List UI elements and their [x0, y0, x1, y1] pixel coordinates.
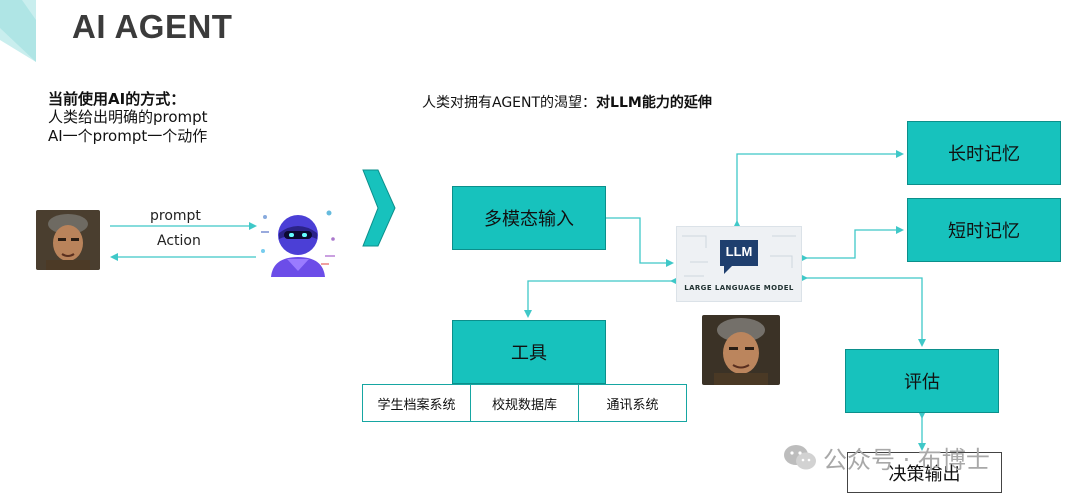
user-photo [36, 210, 100, 270]
current-usage-line2: AI一个prompt一个动作 [48, 127, 208, 145]
ai-robot-avatar [261, 210, 335, 277]
transition-chevron [362, 169, 396, 247]
corner-decoration [0, 0, 36, 62]
llm-chat-icon: LLM [718, 238, 760, 276]
evaluation-box: 评估 [845, 349, 999, 413]
watermark-text: 公众号 · 布博士 [823, 446, 990, 474]
llm-to-longmem [733, 150, 904, 228]
agent-desire-prefix: 人类对拥有AGENT的渴望： [422, 95, 597, 111]
llm-to-shortmem [800, 226, 904, 262]
agent-desire-heading: 人类对拥有AGENT的渴望：对LLM能力的延伸 [422, 92, 712, 112]
tools-box: 工具 [452, 320, 606, 384]
action-label: Action [157, 233, 201, 249]
current-usage-line1: 人类给出明确的prompt [48, 108, 208, 126]
decision-output-box: 决策输出 [847, 452, 1002, 493]
llm-person-photo [702, 315, 780, 385]
tools-list: 学生档案系统 校规数据库 通讯系统 [362, 384, 687, 422]
short-term-memory-box: 短时记忆 [907, 198, 1061, 262]
tool-school-rules-db: 校规数据库 [471, 385, 579, 421]
llm-to-tools [524, 277, 678, 318]
long-term-memory-box: 长时记忆 [907, 121, 1061, 185]
tool-communication-system: 通讯系统 [579, 385, 686, 421]
wechat-icon [784, 444, 816, 469]
page-title: AI AGENT [72, 8, 233, 45]
llm-badge-label: LLM [725, 244, 753, 259]
llm-caption: LARGE LANGUAGE MODEL [684, 284, 794, 292]
multimodal-to-llm [606, 217, 674, 267]
agent-desire-emphasis: 对LLM能力的延伸 [596, 95, 712, 111]
multimodal-input-box: 多模态输入 [452, 186, 606, 250]
watermark: 公众号 · 布博士 [783, 440, 990, 475]
tool-student-records: 学生档案系统 [363, 385, 471, 421]
current-usage-heading: 当前使用AI的方式： [48, 90, 186, 108]
llm-to-eval [800, 274, 926, 347]
prompt-label: prompt [150, 208, 201, 224]
